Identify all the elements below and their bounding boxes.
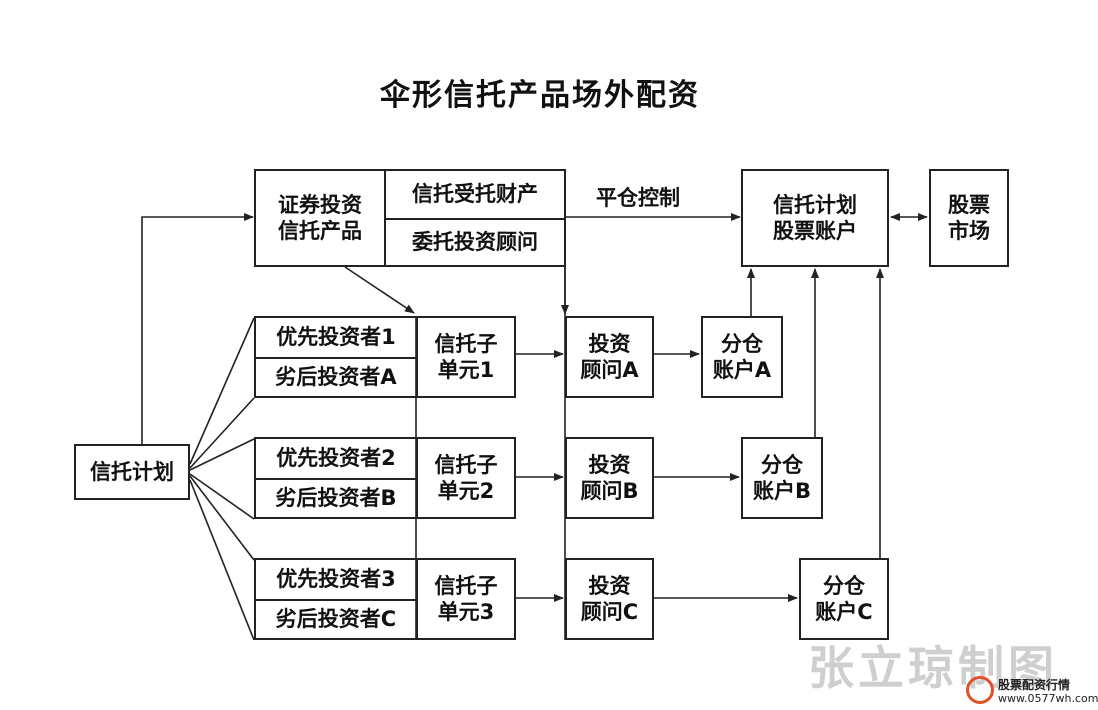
liquidation-control-label: 平仓控制 <box>596 186 680 210</box>
trust-property-label: 信托受托财产 <box>412 182 538 207</box>
investor-pair-2-box: 优先投资者2 劣后投资者B <box>254 437 418 519</box>
trust-plan-account-label: 信托计划 股票账户 <box>773 192 857 243</box>
investment-advisor-c-label: 投资 顾问C <box>580 573 639 624</box>
trust-sub-unit-3-box: 信托子 单元3 <box>416 558 516 640</box>
sub-account-a-box: 分仓 账户A <box>701 316 783 398</box>
trust-plan-box: 信托计划 <box>74 444 190 500</box>
priority-investor-3: 优先投资者3 <box>276 567 396 592</box>
trust-sub-unit-2-box: 信托子 单元2 <box>416 437 516 519</box>
sec-product-label: 证券投资 信托产品 <box>278 192 362 243</box>
trust-plan-stock-account-box: 信托计划 股票账户 <box>741 169 889 267</box>
priority-investor-2: 优先投资者2 <box>276 446 396 471</box>
trust-sub-unit-3-label: 信托子 单元3 <box>434 573 498 624</box>
fan-line-1a <box>189 317 255 465</box>
inferior-investor-b: 劣后投资者B <box>275 486 397 511</box>
trust-plan-label: 信托计划 <box>90 459 174 484</box>
stock-market-label: 股票 市场 <box>948 192 990 243</box>
trust-plan-to-product-arrow <box>141 213 254 444</box>
investor-pair-1-box: 优先投资者1 劣后投资者A <box>254 316 418 398</box>
sub-account-c-box: 分仓 账户C <box>799 558 889 640</box>
sub-account-b-box: 分仓 账户B <box>741 437 823 519</box>
watermark-text: 张立琼制图 <box>808 641 1058 695</box>
product-to-units-arrow <box>344 266 415 314</box>
page-title: 伞形信托产品场外配资 <box>380 78 700 113</box>
trust-sub-unit-1-label: 信托子 单元1 <box>434 331 498 382</box>
investment-advisor-a-label: 投资 顾问A <box>580 331 639 382</box>
fan-line-2a <box>189 438 255 471</box>
stock-market-box: 股票 市场 <box>929 169 1009 267</box>
trust-sub-unit-1-box: 信托子 单元1 <box>416 316 516 398</box>
investment-advisor-a-box: 投资 顾问A <box>565 316 654 398</box>
inferior-investor-a: 劣后投资者A <box>275 365 397 390</box>
trust-property-advisor-box: 信托受托财产 委托投资顾问 <box>384 169 566 267</box>
investment-advisor-b-label: 投资 顾问B <box>580 452 639 503</box>
sub-account-c-label: 分仓 账户C <box>815 573 873 624</box>
fan-line-3b <box>189 479 255 641</box>
sub-account-b-label: 分仓 账户B <box>752 452 811 503</box>
fan-line-1b <box>189 397 255 469</box>
sub-account-a-label: 分仓 账户A <box>712 331 772 382</box>
site-logo-url: www.0577wh.com <box>998 692 1098 705</box>
investor-pair-3-box: 优先投资者3 劣后投资者C <box>254 558 418 640</box>
trust-sub-unit-2-label: 信托子 单元2 <box>434 452 498 503</box>
entrust-advisor-label: 委托投资顾问 <box>412 230 538 255</box>
inferior-investor-c: 劣后投资者C <box>275 607 397 632</box>
securities-investment-trust-product-box: 证券投资 信托产品 <box>254 169 386 267</box>
investment-advisor-c-box: 投资 顾问C <box>565 558 654 640</box>
fan-line-2b <box>189 473 255 520</box>
fan-line-3a <box>189 475 255 561</box>
site-logo-icon <box>966 676 994 704</box>
priority-investor-1: 优先投资者1 <box>276 325 396 350</box>
site-logo-name: 股票配资行情 <box>998 678 1071 692</box>
investment-advisor-b-box: 投资 顾问B <box>565 437 654 519</box>
